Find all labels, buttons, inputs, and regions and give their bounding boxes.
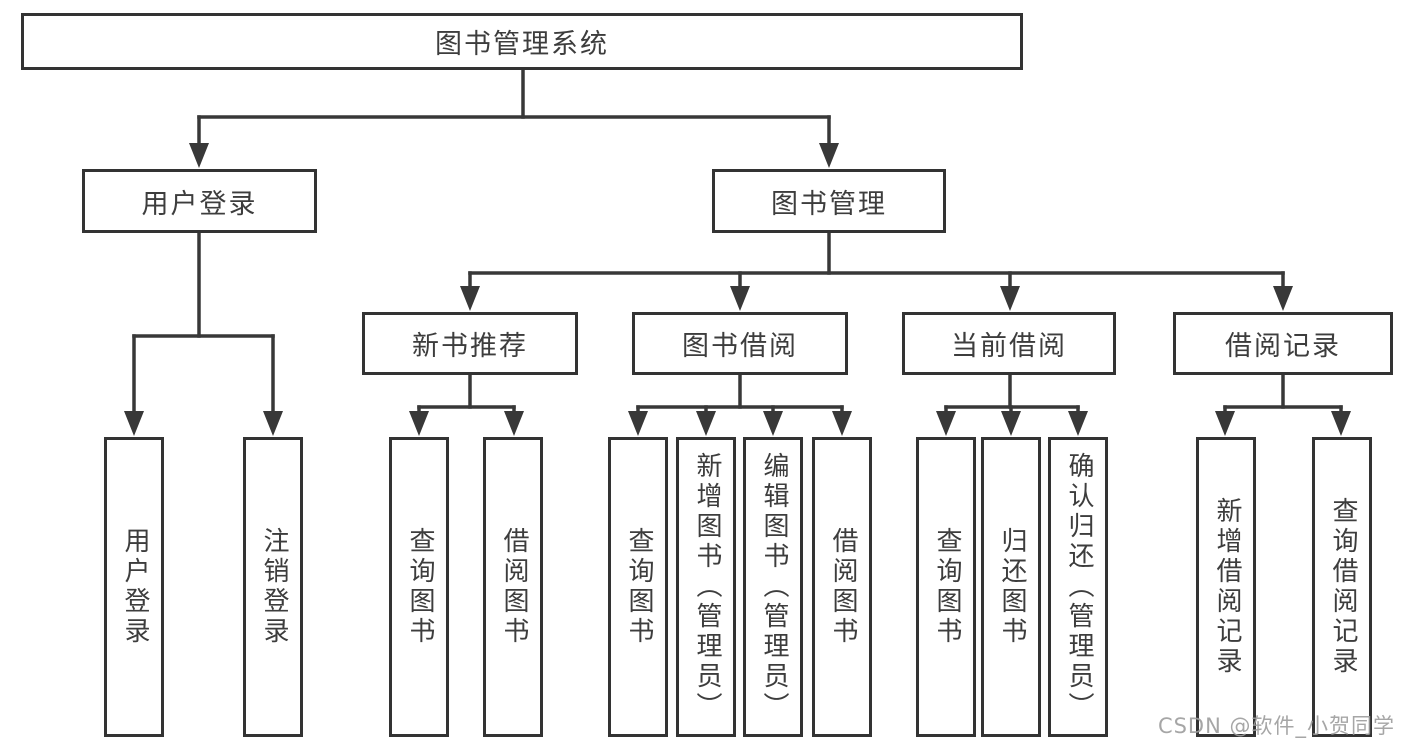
node-leaf-query-books-current: 查询图书 <box>916 437 976 737</box>
node-leaf-logout-label: 注销登录 <box>258 527 289 647</box>
connector-current-borrow-to-leaves <box>936 371 1088 436</box>
node-user-login-label: 用户登录 <box>141 188 258 220</box>
node-borrow-records: 借阅记录 <box>1173 312 1393 375</box>
node-leaf-confirm-return-admin-label: 确认归还（管理员） <box>1063 452 1094 722</box>
node-new-book-recommend-label: 新书推荐 <box>412 331 528 362</box>
node-borrow-records-label: 借阅记录 <box>1225 331 1341 362</box>
node-leaf-user-login: 用户登录 <box>104 437 164 737</box>
node-leaf-user-login-label: 用户登录 <box>119 527 150 647</box>
node-leaf-confirm-return-admin: 确认归还（管理员） <box>1048 437 1108 737</box>
node-leaf-query-books-borrow: 查询图书 <box>608 437 668 737</box>
node-book-borrow: 图书借阅 <box>632 312 848 375</box>
node-leaf-add-borrow-record-label: 新增借阅记录 <box>1211 497 1242 677</box>
node-leaf-return-book-label: 归还图书 <box>996 527 1027 647</box>
connector-new-book-to-leaves <box>409 371 524 436</box>
node-leaf-query-borrow-record-label: 查询借阅记录 <box>1327 497 1358 677</box>
watermark: CSDN @软件_小贺同学 <box>1157 714 1395 738</box>
node-leaf-return-book: 归还图书 <box>981 437 1041 737</box>
node-leaf-borrow-books-recommend-label: 借阅图书 <box>498 527 529 647</box>
node-leaf-add-book-admin: 新增图书（管理员） <box>676 437 736 737</box>
connector-root-to-level2 <box>189 66 839 168</box>
node-book-management-label: 图书管理 <box>771 188 887 220</box>
node-leaf-logout: 注销登录 <box>243 437 303 737</box>
node-leaf-query-books-borrow-label: 查询图书 <box>623 527 654 647</box>
node-leaf-query-books-recommend-label: 查询图书 <box>404 527 435 647</box>
node-system-root-label: 图书管理系统 <box>435 29 609 60</box>
node-leaf-borrow-books-label: 借阅图书 <box>827 527 858 647</box>
node-new-book-recommend: 新书推荐 <box>362 312 578 375</box>
node-leaf-edit-book-admin-label: 编辑图书（管理员） <box>758 452 789 722</box>
connector-book-borrow-to-leaves <box>628 371 852 436</box>
node-leaf-borrow-books-recommend: 借阅图书 <box>483 437 543 737</box>
node-system-root: 图书管理系统 <box>21 13 1023 70</box>
node-leaf-query-books-current-label: 查询图书 <box>931 527 962 647</box>
connector-user-login-to-leaves <box>124 229 283 436</box>
node-current-borrow: 当前借阅 <box>902 312 1116 375</box>
node-leaf-edit-book-admin: 编辑图书（管理员） <box>743 437 803 737</box>
node-leaf-add-book-admin-label: 新增图书（管理员） <box>691 452 722 722</box>
node-leaf-borrow-books: 借阅图书 <box>812 437 872 737</box>
node-book-borrow-label: 图书借阅 <box>682 331 798 362</box>
node-user-login: 用户登录 <box>82 169 317 233</box>
node-current-borrow-label: 当前借阅 <box>951 331 1067 362</box>
node-book-management: 图书管理 <box>712 169 946 233</box>
node-leaf-query-books-recommend: 查询图书 <box>389 437 449 737</box>
node-leaf-add-borrow-record: 新增借阅记录 <box>1196 437 1256 737</box>
connector-records-to-leaves <box>1215 371 1351 436</box>
connector-book-mgmt-to-level3 <box>460 229 1293 311</box>
node-leaf-query-borrow-record: 查询借阅记录 <box>1312 437 1372 737</box>
